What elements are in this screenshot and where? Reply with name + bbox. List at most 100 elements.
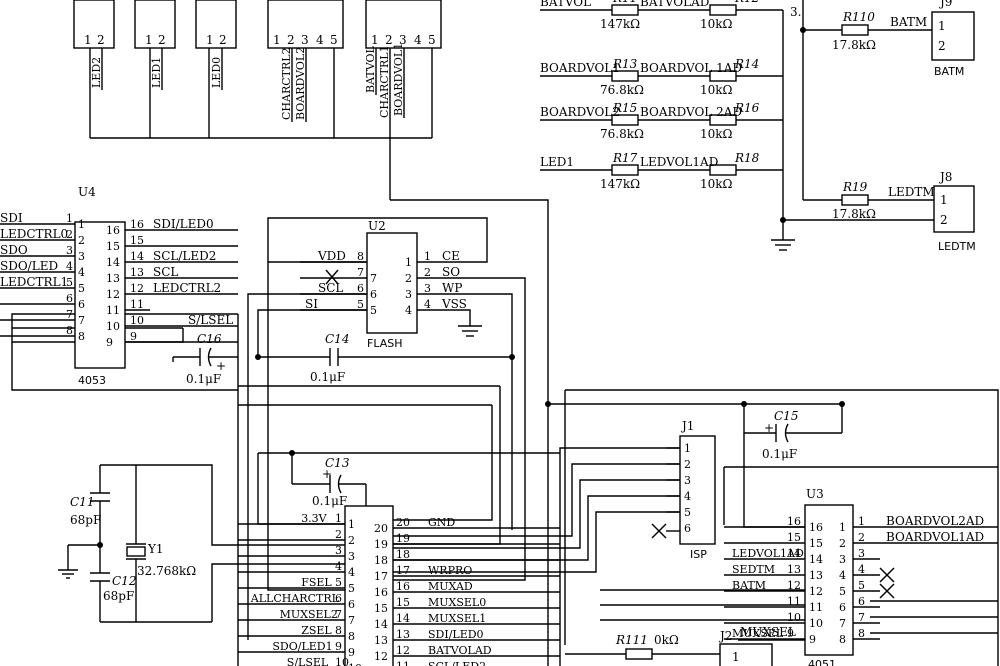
pin-number: 15 (396, 596, 410, 609)
net-label: LED1 (150, 57, 163, 88)
pin-number: 15 (130, 234, 144, 247)
pin-number: 13 (374, 634, 388, 647)
cap-value: 0.1μF (762, 447, 797, 461)
j8-body (933, 185, 975, 233)
junction-dot (97, 542, 103, 548)
pin-number: 11 (787, 595, 801, 608)
pin-number: 17 (396, 564, 410, 577)
u2-part-label: FLASH (367, 337, 403, 350)
pin-number: 7 (78, 314, 85, 327)
pin-number: 5 (66, 276, 73, 289)
j2-ref: J2 (718, 629, 732, 643)
pin-number: 2 (858, 531, 865, 544)
pin-number: 3 (301, 33, 309, 47)
capacitor-c13: C13 + 0.1μF (291, 453, 366, 508)
pin-number: 5 (357, 298, 364, 311)
resistor-body (625, 648, 653, 660)
net-label: S/LSEL (188, 313, 233, 327)
net-label: MUXSEL0 (428, 596, 486, 609)
pin-number: 6 (858, 595, 865, 608)
mcu-body (344, 505, 394, 666)
pin-number: 5 (684, 506, 691, 519)
resistor-ref: R13 (612, 57, 638, 71)
u4-body (74, 221, 126, 369)
pin-number: 12 (787, 579, 801, 592)
net-label: SEDTM (732, 563, 775, 576)
resistor-ref: R15 (612, 101, 637, 115)
pin-number: 12 (396, 644, 410, 657)
net-label: BATVOLAD (428, 644, 492, 657)
net-label: BATM (732, 579, 766, 592)
pin-number: 15 (787, 531, 801, 544)
u4-part-label: 4053 (78, 374, 106, 387)
junction-dot (741, 401, 747, 407)
j1-body (679, 435, 716, 545)
pin-number: 9 (106, 336, 113, 349)
u3-ref: U3 (806, 487, 824, 501)
pin-number: 13 (106, 272, 120, 285)
voltage-divider: BATVOLBATVOLADR11147kΩR1210kΩ (540, 0, 783, 31)
resistor-ref: R18 (734, 151, 760, 165)
wire (565, 389, 999, 666)
cap-value: 68pF (103, 589, 134, 603)
net-label: LEDCTRL1 (0, 275, 68, 289)
cap-ref: C11 (70, 495, 94, 509)
pin-number: 6 (66, 292, 73, 305)
wire (11, 314, 239, 391)
pin-number: 1 (732, 650, 740, 664)
pin-number: 8 (78, 330, 85, 343)
net-label: 3.3V (301, 512, 327, 525)
net-label: SDI/LED0 (428, 628, 484, 641)
pin-number: 8 (348, 630, 355, 643)
pin-number: 14 (809, 553, 823, 566)
wire (417, 309, 471, 326)
pin-number: 4 (78, 266, 85, 279)
net-label: VDD (317, 249, 346, 263)
resistor-value: 17.8kΩ (832, 38, 876, 52)
pin-number: 13 (787, 563, 801, 576)
pin-number: 8 (858, 627, 865, 640)
cap-sign: + (764, 421, 774, 435)
pin-number: 2 (405, 272, 412, 285)
u4-ref: U4 (78, 185, 96, 199)
pin-number: 6 (78, 298, 85, 311)
net-label: SDO/LED (0, 259, 58, 273)
pin-number: 10 (348, 662, 362, 666)
net-label: MUXSEL (740, 625, 796, 639)
wire (267, 217, 488, 263)
capacitor-c15: C15 + 0.1μF (548, 401, 845, 461)
u3-body (804, 504, 854, 656)
pin-number: 1 (78, 218, 85, 231)
pin-number: 17 (374, 570, 388, 583)
pin-number: 3. (790, 5, 801, 19)
pin-number: 4 (405, 304, 412, 317)
pin-number: 2 (684, 458, 691, 471)
pin-number: 16 (396, 580, 410, 593)
cap-ref: C12 (112, 574, 136, 588)
cap-sign: + (216, 359, 226, 373)
pin-number: 2 (219, 33, 227, 47)
net-label: SCL (153, 265, 178, 279)
cap-ref: C13 (325, 456, 350, 470)
pin-number: 4 (839, 569, 846, 582)
wire (125, 328, 184, 343)
net-label: BATVOLAD (640, 0, 709, 9)
net-label: WP (442, 281, 462, 295)
pin-number: 4 (316, 33, 324, 47)
resistor-value: 10kΩ (700, 177, 733, 191)
pin-number: 7 (335, 608, 342, 621)
net-label: MUXSEL (732, 627, 784, 640)
net-label: CHARCTRL2 (280, 47, 293, 120)
cap-value: 0.1μF (186, 372, 221, 386)
pin-number: 3 (839, 553, 846, 566)
pin-number: 2 (938, 39, 946, 53)
pin-number: 2 (78, 234, 85, 247)
pin-number: 15 (374, 602, 388, 615)
j1-part-label: ISP (690, 548, 707, 561)
connector-body (195, 0, 237, 49)
cap-sign: + (322, 467, 332, 481)
